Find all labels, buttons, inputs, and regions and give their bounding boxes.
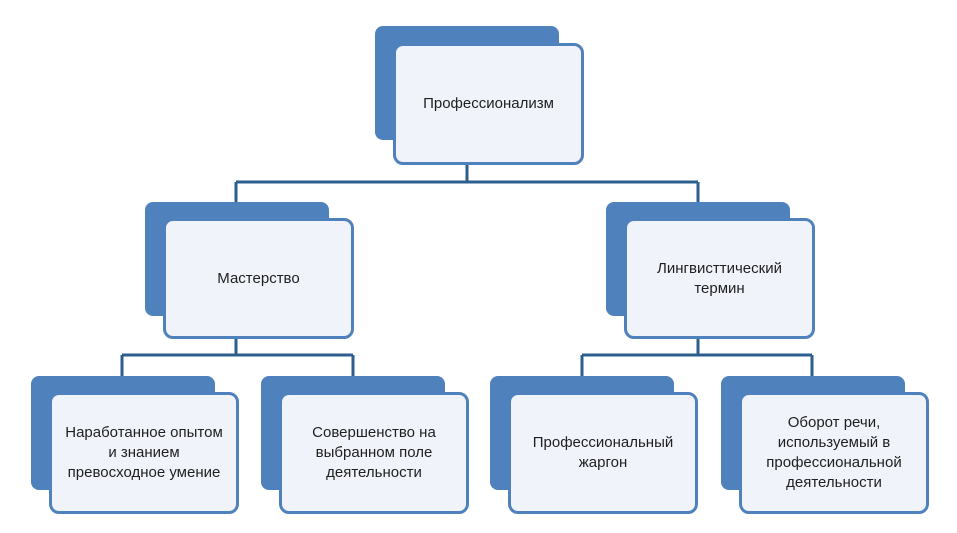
node-experience-card: Наработанное опытом и знанием превосходн… <box>49 392 239 514</box>
node-mastery: Мастерство <box>145 202 357 340</box>
node-experience: Наработанное опытом и знанием превосходн… <box>31 376 241 515</box>
node-root-card: Профессионализм <box>393 43 584 165</box>
connector-root-to-branches <box>234 164 700 203</box>
node-perfection-card: Совершенство на выбранном поле деятельно… <box>279 392 469 514</box>
node-mastery-label: Мастерство <box>217 269 300 287</box>
node-jargon: Профессиональный жаргон <box>490 376 700 515</box>
connector-right-branch <box>580 338 814 378</box>
node-root: Профессионализм <box>375 26 587 166</box>
node-figure-of-speech-label: Оборот речи, используемый в профессионал… <box>766 414 902 491</box>
node-perfection: Совершенство на выбранном поле деятельно… <box>261 376 471 515</box>
node-figure-of-speech: Оборот речи, используемый в профессионал… <box>721 376 931 515</box>
node-linguistic-term: Лингвисттический термин <box>606 202 818 340</box>
connector-left-branch <box>120 338 355 378</box>
node-linguistic-term-card: Лингвисттический термин <box>624 218 815 339</box>
node-mastery-card: Мастерство <box>163 218 354 339</box>
node-perfection-label: Совершенство на выбранном поле деятельно… <box>312 424 436 481</box>
node-figure-of-speech-card: Оборот речи, используемый в профессионал… <box>739 392 929 514</box>
node-jargon-label: Профессиональный жаргон <box>532 434 674 471</box>
node-experience-label: Наработанное опытом и знанием превосходн… <box>65 424 223 481</box>
node-root-label: Профессионализм <box>423 95 554 112</box>
node-jargon-card: Профессиональный жаргон <box>508 392 698 514</box>
node-linguistic-term-label: Лингвисттический термин <box>657 259 782 297</box>
